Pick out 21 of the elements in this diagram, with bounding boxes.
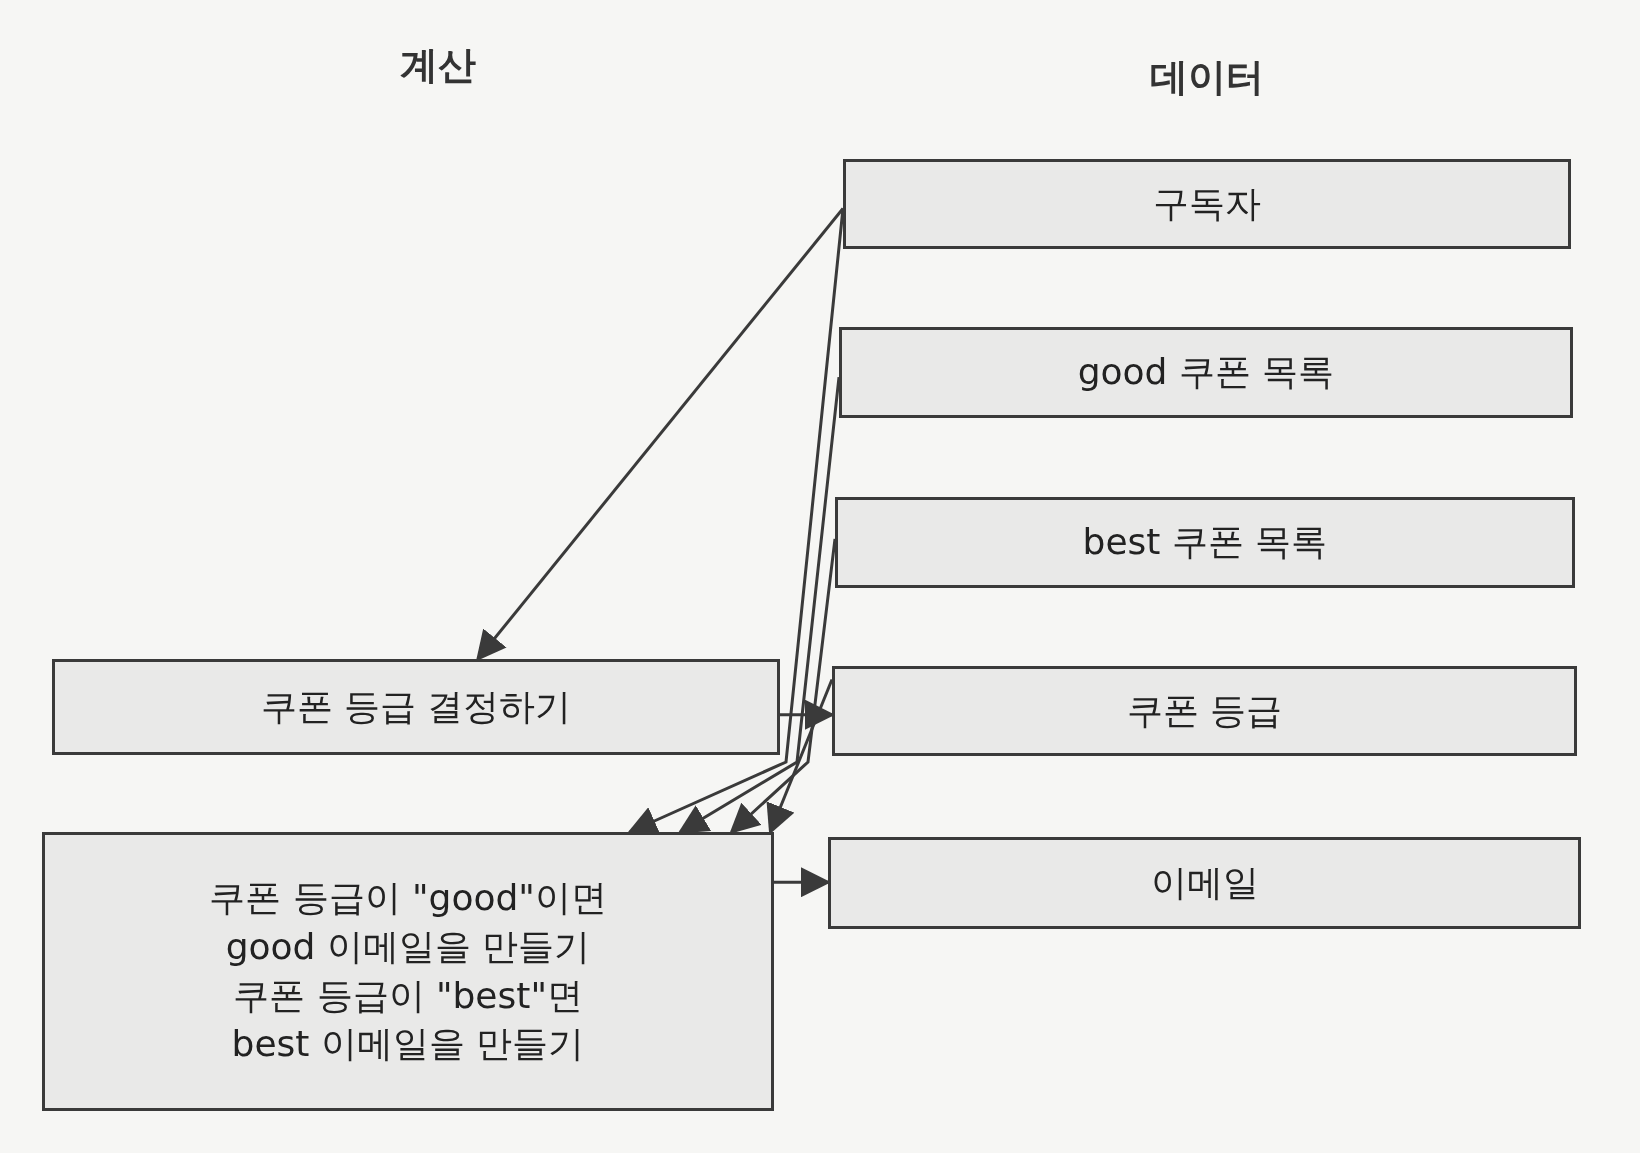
process-box — [843, 159, 1571, 249]
arrow — [677, 376, 841, 834]
arrow — [766, 678, 834, 835]
process-box — [839, 327, 1573, 418]
column-heading: 계산 — [400, 42, 476, 89]
process-box — [835, 497, 1575, 588]
box-text: 쿠폰 등급이 "good"이면 — [209, 876, 607, 921]
column-heading: 데이터 — [1150, 54, 1264, 101]
process-box — [52, 659, 780, 755]
box-text: best 이메일을 만들기 — [231, 1022, 585, 1067]
box-text: 쿠폰 등급 — [1126, 688, 1283, 733]
box-text: 쿠폰 등급이 "best"면 — [233, 973, 583, 1018]
box-text: good 이메일을 만들기 — [225, 924, 591, 969]
box-text: good 쿠폰 목록 — [1077, 350, 1335, 395]
process-box — [42, 832, 774, 1111]
box-text: 구독자 — [1153, 181, 1261, 226]
process-box — [828, 837, 1581, 929]
box-text: best 쿠폰 목록 — [1082, 520, 1328, 565]
box-text: 쿠폰 등급 결정하기 — [260, 684, 572, 729]
box-text: 이메일 — [1150, 860, 1259, 905]
process-box — [832, 666, 1577, 756]
